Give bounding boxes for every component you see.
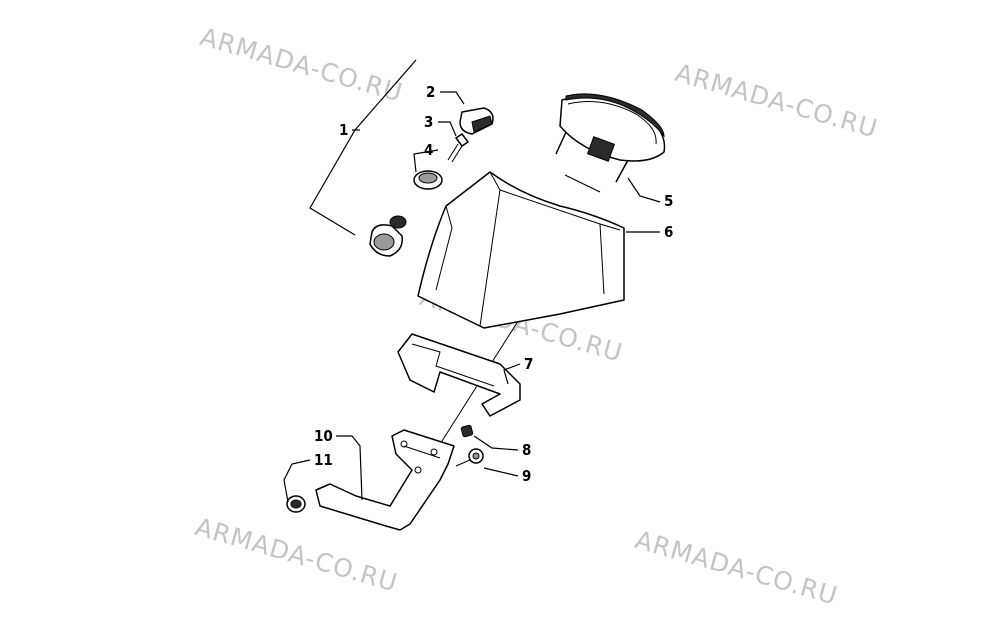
leader-line-7: [503, 363, 521, 385]
callout-3: 3: [424, 113, 433, 131]
key-cap-part: [459, 107, 494, 135]
callout-8: 8: [522, 441, 531, 459]
leader-line-5: [627, 177, 661, 203]
callout-2: 2: [426, 83, 435, 101]
leader-line-3: [438, 121, 457, 137]
mounting-bracket-part: [315, 429, 455, 531]
gauge-bracket-part: [397, 333, 521, 417]
ignition-switch-part: [369, 215, 407, 257]
leader-line-2: [440, 91, 465, 105]
callout-5: 5: [664, 192, 673, 210]
cowl-part: [417, 171, 625, 329]
leader-line-9: [483, 467, 519, 477]
alignment-line: [564, 174, 601, 193]
callout-10: 10: [314, 427, 333, 445]
leader-line-4: [413, 149, 439, 173]
screw-part: [455, 448, 484, 467]
callout-7: 7: [524, 355, 533, 373]
callout-6: 6: [664, 223, 673, 241]
leader-line-10: [336, 435, 363, 501]
callout-1: 1: [339, 121, 348, 139]
leader-line-11: [283, 459, 311, 503]
bezel-nut-part: [413, 170, 443, 190]
alignment-line: [429, 317, 521, 461]
key-part: [447, 133, 469, 163]
grommet-part: [460, 424, 474, 438]
leader-line-8: [473, 435, 519, 451]
kit-bracket: [309, 59, 417, 236]
rubber-plug-part: [286, 495, 306, 513]
callout-4: 4: [424, 141, 433, 159]
callout-11: 11: [314, 451, 333, 469]
callout-9: 9: [522, 467, 531, 485]
gauge-part: [555, 93, 666, 183]
